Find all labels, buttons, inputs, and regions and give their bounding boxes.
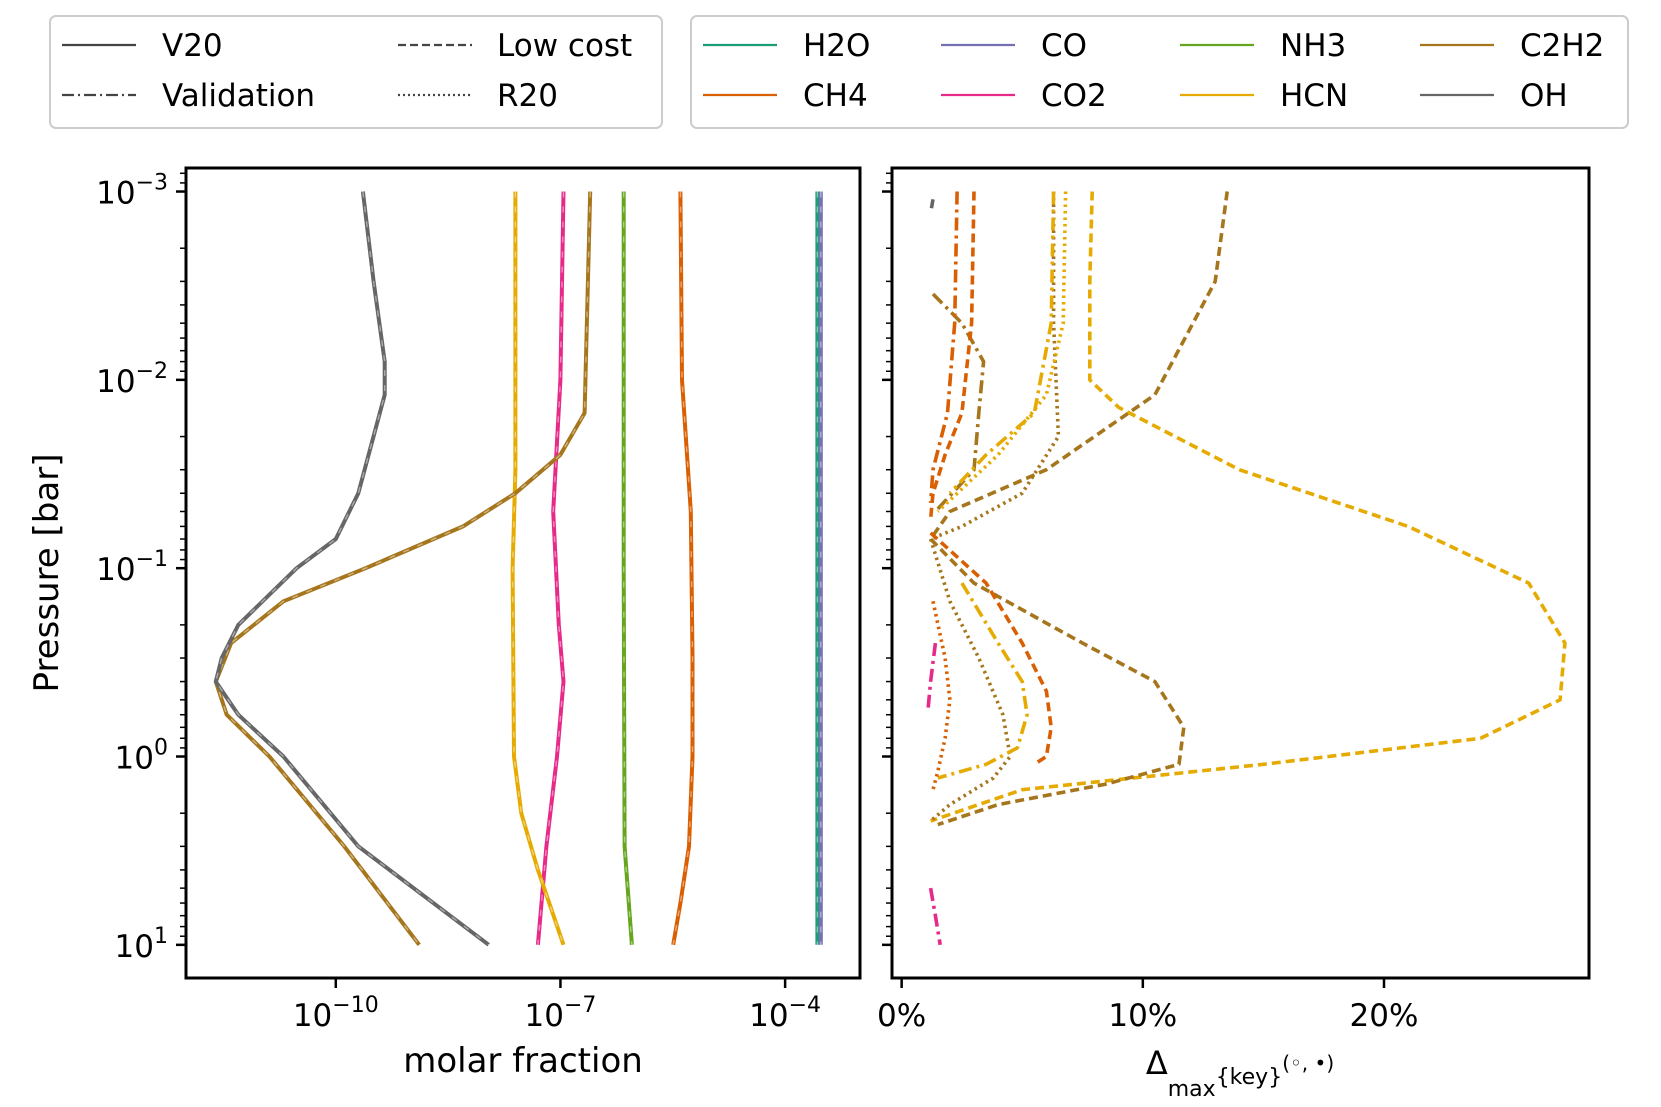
right-series-co2-dashdot bbox=[928, 887, 942, 946]
legend-label-validation: Validation bbox=[162, 78, 315, 114]
right-series-oh-dashed bbox=[928, 198, 935, 214]
legend-label-nh3: NH3 bbox=[1280, 28, 1346, 64]
right-series-c2h2-dashed bbox=[928, 191, 1229, 827]
legend-label-hcn: HCN bbox=[1280, 78, 1348, 114]
left-series-c2h2 bbox=[213, 191, 593, 947]
left-plot: 10−3 10−2 10−1 100 101 10−10 10−7 10−4 molar fr… bbox=[27, 166, 862, 1081]
left-y-tick-label: 10−2 bbox=[96, 359, 168, 400]
right-x-tick-label: 0% bbox=[877, 998, 926, 1034]
right-x-tick-label: 20% bbox=[1350, 998, 1419, 1034]
legend-label-v20: V20 bbox=[162, 28, 223, 64]
style-legend-frame bbox=[49, 15, 663, 129]
right-series-c2h2-dashdot bbox=[931, 292, 986, 513]
right-ticks: 0% 10% 20% bbox=[877, 172, 1419, 1034]
left-plot-frame bbox=[184, 166, 862, 980]
xlabel-delta: Δ bbox=[1146, 1044, 1168, 1082]
right-series-hcn-dashdot bbox=[948, 191, 1056, 495]
left-series-group bbox=[213, 191, 823, 947]
left-x-tick-label: 10−7 bbox=[524, 993, 596, 1034]
left-y-tick-label: 100 bbox=[115, 736, 168, 777]
legend-label-oh: OH bbox=[1520, 78, 1568, 114]
right-x-axis-label: Δmax{key}(◦, •) bbox=[1146, 1044, 1334, 1102]
right-series-hcn-dashdot bbox=[937, 582, 1029, 780]
right-plot: 0% 10% 20% Δmax{key}(◦, •) bbox=[877, 166, 1591, 1102]
left-ticks: 10−3 10−2 10−1 100 101 10−10 10−7 10−4 bbox=[96, 171, 821, 1034]
legend-label-ch4: CH4 bbox=[803, 78, 868, 114]
left-series-nh3 bbox=[621, 191, 634, 945]
left-series-co2 bbox=[535, 191, 566, 945]
right-series-ch4-dashdot bbox=[928, 191, 959, 504]
legend-label-low-cost: Low cost bbox=[497, 28, 632, 64]
right-series-ch4-dashed bbox=[929, 531, 1053, 766]
left-series-ch4 bbox=[671, 191, 695, 946]
style-legend: V20 Validation Low cost R20 bbox=[49, 15, 663, 129]
right-plot-frame bbox=[890, 166, 1591, 980]
left-series-c2h2-overlay bbox=[215, 191, 591, 946]
left-y-tick-label: 101 bbox=[115, 924, 168, 965]
xlabel-sub: max bbox=[1168, 1077, 1216, 1102]
right-series-ch4-dotted bbox=[931, 600, 952, 791]
legend-label-co: CO bbox=[1041, 28, 1087, 64]
species-legend-frame bbox=[690, 15, 1629, 129]
right-series-group bbox=[926, 191, 1567, 946]
left-series-nh3-overlay bbox=[623, 191, 633, 945]
right-series-ch4-dashed bbox=[928, 191, 976, 520]
legend-label-h2o: H2O bbox=[803, 28, 870, 64]
left-y-axis-label: Pressure [bar] bbox=[27, 454, 67, 693]
left-series-hcn bbox=[510, 191, 566, 946]
left-y-tick-label: 10−3 bbox=[96, 171, 168, 212]
left-series-oh-overlay bbox=[215, 191, 490, 946]
xlabel-key: {key} bbox=[1216, 1065, 1283, 1090]
right-series-co2-dashdot bbox=[926, 642, 938, 708]
xlabel-sup: (◦, •) bbox=[1282, 1051, 1334, 1075]
legend-label-c2h2: C2H2 bbox=[1520, 28, 1604, 64]
left-y-tick-label: 10−1 bbox=[96, 547, 168, 588]
left-x-tick-label: 10−4 bbox=[749, 993, 821, 1034]
left-x-tick-label: 10−10 bbox=[293, 993, 379, 1034]
left-x-axis-label: molar fraction bbox=[403, 1041, 643, 1081]
left-series-ch4-overlay bbox=[672, 191, 694, 945]
species-legend: H2O CO NH3 C2H2 CH4 CO2 HCN OH bbox=[690, 15, 1629, 129]
left-series-oh bbox=[213, 191, 490, 947]
legend-label-co2: CO2 bbox=[1041, 78, 1107, 114]
right-series-hcn-dashed bbox=[930, 191, 1567, 823]
right-x-tick-label: 10% bbox=[1108, 998, 1177, 1034]
legend-label-r20: R20 bbox=[497, 78, 558, 114]
left-series-co2-overlay bbox=[537, 191, 565, 945]
